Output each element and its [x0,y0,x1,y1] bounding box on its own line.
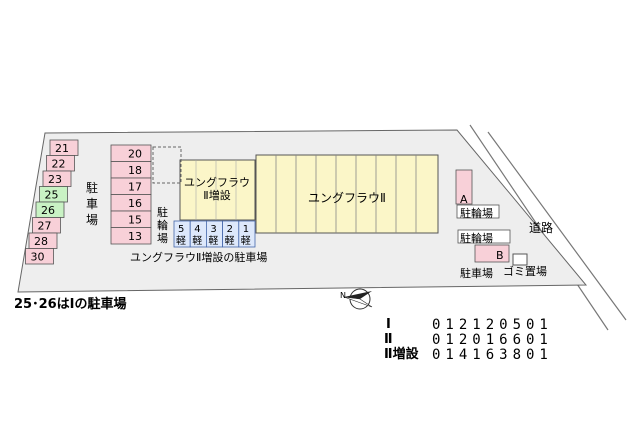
kei-spot-kind-2: 軽 [225,235,235,247]
annex-building [179,159,256,221]
code-value-1: 012120501 [432,317,553,333]
building-unit-lines [195,155,417,233]
kei-spot-num-1: 1 [243,224,249,235]
dashed-box [152,146,182,184]
parking-spot-label-20: 20 [128,148,142,161]
code-label-2: Ⅱ [384,332,393,347]
annex-parking-caption: ユングフラウⅡ増設の駐車場 [130,251,268,264]
code-value-2: 012016601 [432,332,553,348]
kei-spot-num-4: 4 [194,224,200,235]
road-label: 道路 [529,221,554,235]
parking-spot-label-22: 22 [52,158,66,171]
kei-spot-num-5: 5 [178,224,184,235]
north-arrow-icon [343,288,373,310]
kei-spot-kind-5: 軽 [176,235,186,247]
garbage-label: ゴミ置場 [503,265,547,278]
parking-spot-label-30: 30 [31,251,45,264]
main-building-label: ユングフラウⅡ [308,191,386,205]
annex-building-label: ユングフラウ Ⅱ増設 [184,176,250,202]
road-edge-outer [487,131,627,321]
parking-spot-30 [25,248,54,265]
kei-spot-num-3: 3 [210,224,216,235]
garbage-box [512,253,528,266]
kei-spot-kind-1: 軽 [241,235,251,247]
bike-parking-label-1: 駐輪場 [460,207,493,220]
north-label: N [340,291,346,300]
kei-spot-kind-4: 軽 [192,235,202,247]
spot-a-label: A [460,193,468,206]
bike-parking-label-2: 駐輪場 [460,232,493,245]
parking-spot-label-15: 15 [128,214,142,227]
bike-parking-box-2 [457,229,511,244]
parking-spot-13 [110,227,152,245]
kei-spot-1 [238,220,256,248]
parking-spot-label-23: 23 [48,173,62,186]
parking-spot-label-17: 17 [128,181,142,194]
code-value-3: 014163801 [432,347,553,363]
parking-mid-column: 20 18 17 16 15 13 [110,144,152,245]
main-building [255,154,439,234]
parking-left-column: 21 22 23 25 26 27 28 30 [25,139,79,265]
parking-spot-label-26: 26 [41,204,55,217]
parking-spot-b [474,244,510,263]
parking-spot-label-13: 13 [128,230,142,243]
side-spots: AB [455,169,511,263]
parking-spot-label-25: 25 [45,189,59,202]
parking-right-label: 駐車場 [460,267,493,280]
parking-spot-label-21: 21 [55,142,69,155]
parking-spot-label-18: 18 [128,164,142,177]
assignment-note: 25･26はⅠの駐車場 [14,297,127,312]
kei-spot-num-2: 2 [227,224,233,235]
parking-spot-label-28: 28 [34,235,48,248]
bike-parking-box-1 [456,204,500,219]
bike-parking-mid-label: 駐 輪 場 [157,206,168,245]
parking-spot-a [455,169,473,205]
road-edge-inner [469,124,609,331]
spot-b-label: B [496,249,504,262]
kei-spot-kind-3: 軽 [208,235,218,247]
code-label-3: Ⅱ増設 [384,347,419,362]
parking-left-label: 駐 車 場 [86,181,99,227]
code-label-1: Ⅰ [386,317,391,332]
parking-spot-label-16: 16 [128,197,142,210]
parking-spot-label-27: 27 [38,220,52,233]
